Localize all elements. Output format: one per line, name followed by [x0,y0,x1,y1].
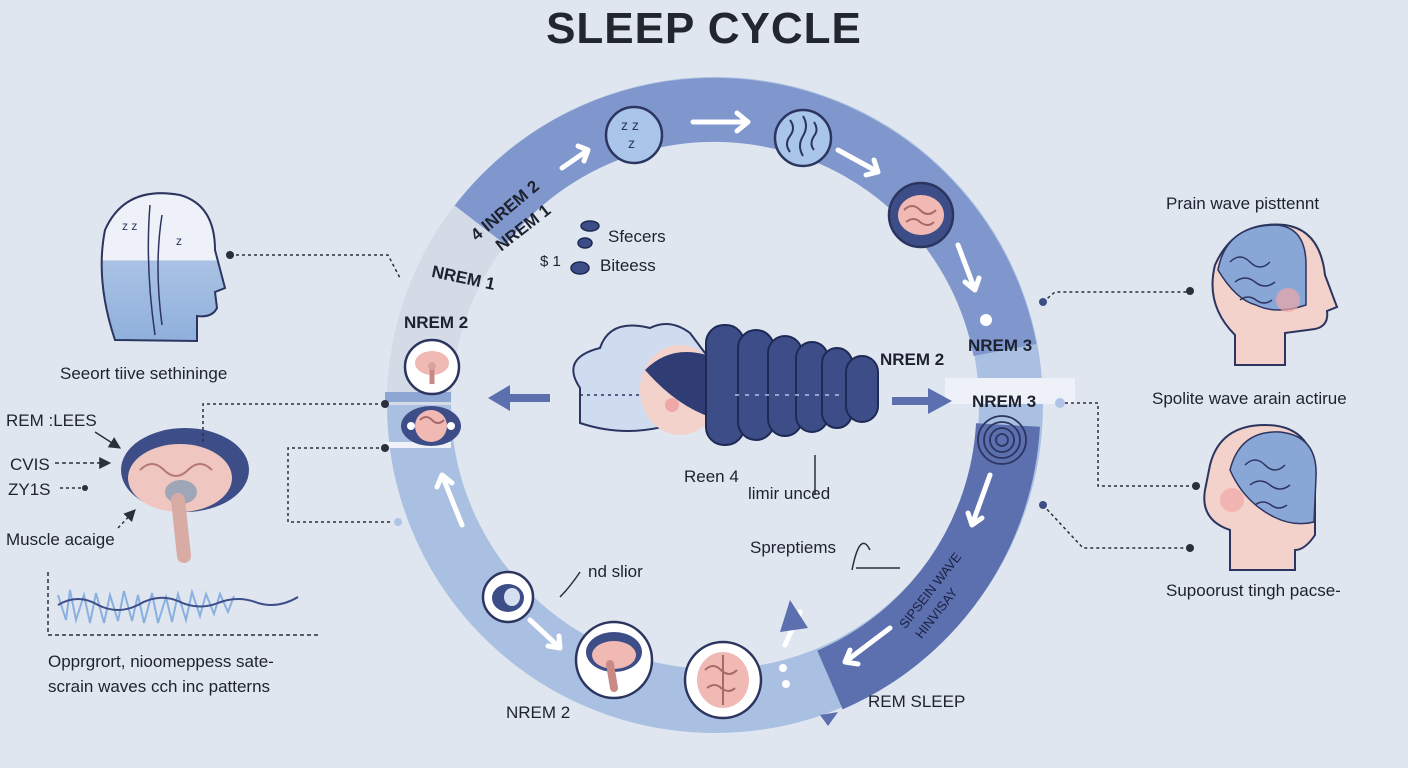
right-head-top-illustration [1211,223,1339,366]
svg-text:z: z [176,234,182,248]
ring-dot [980,314,992,326]
right-head-bottom-illustration [1203,423,1317,571]
label-nrem2-center: NREM 2 [880,350,945,369]
svg-text:z z: z z [122,219,137,233]
brain-waveform [47,572,318,636]
ring-icon-brain-bottom-right [683,640,763,720]
label-muscle: Muscle acaige [6,530,115,549]
svg-text:z: z [628,135,635,151]
label-nrem2-left: NREM 2 [404,313,469,332]
page-title: SLEEP CYCLE [546,4,862,53]
label-nd-slior: nd slior [588,562,643,581]
label-nrem2-bottom: NREM 2 [506,703,571,722]
center-arrow-right [892,388,952,414]
center-arrow-left [488,385,550,411]
svg-text:z z: z z [621,117,639,133]
label-limit: limir unced [748,484,831,503]
ring-icon-brain-side [401,406,461,446]
ring-segment-rem [816,422,1040,710]
label-seed-nums: $ 1 [540,253,561,270]
left-brain-illustration [121,428,249,563]
ring-icon-brain-nrem2 [403,338,461,396]
label-rem-sleep: REM SLEEP [868,692,966,711]
left-head-caption: Seeort tiive sethininge [60,364,228,383]
label-nrem3-top: NREM 3 [968,336,1033,355]
left-footer-line2: scrain waves cch inc patterns [48,677,271,696]
ring-icon-brain-top [887,181,955,249]
left-footer-line1: Opprgrort, nioomeppess sate- [48,652,274,671]
left-head-illustration: z z z [100,192,227,343]
label-nrem3-right: NREM 3 [972,392,1037,411]
label-cvis: CVIS [10,455,50,474]
right-caption-2: Supoorust tingh pacse- [1166,581,1341,600]
spiral-icon [977,415,1027,465]
label-bites: Biteess [600,256,656,275]
label-zy1s: ZY1S [8,480,51,499]
ring-icon-brain-small [481,570,535,624]
right-caption-1: Spolite wave arain actirue [1152,389,1347,408]
label-seeds: Sfecers [608,227,666,246]
seed-dots [570,220,600,275]
right-panel-title: Prain wave pisttennt [1166,194,1320,213]
label-reen: Reen 4 [684,467,739,486]
ring-icon-brain-bottom-left [574,620,654,700]
ring-icon-zzz: z z z [604,105,664,165]
label-spreptiems: Spreptiems [750,538,836,557]
sleeping-person-illustration [572,323,879,446]
label-rem-sleep-left: REM :LEES [6,411,97,430]
ring-icon-waves [773,108,833,168]
